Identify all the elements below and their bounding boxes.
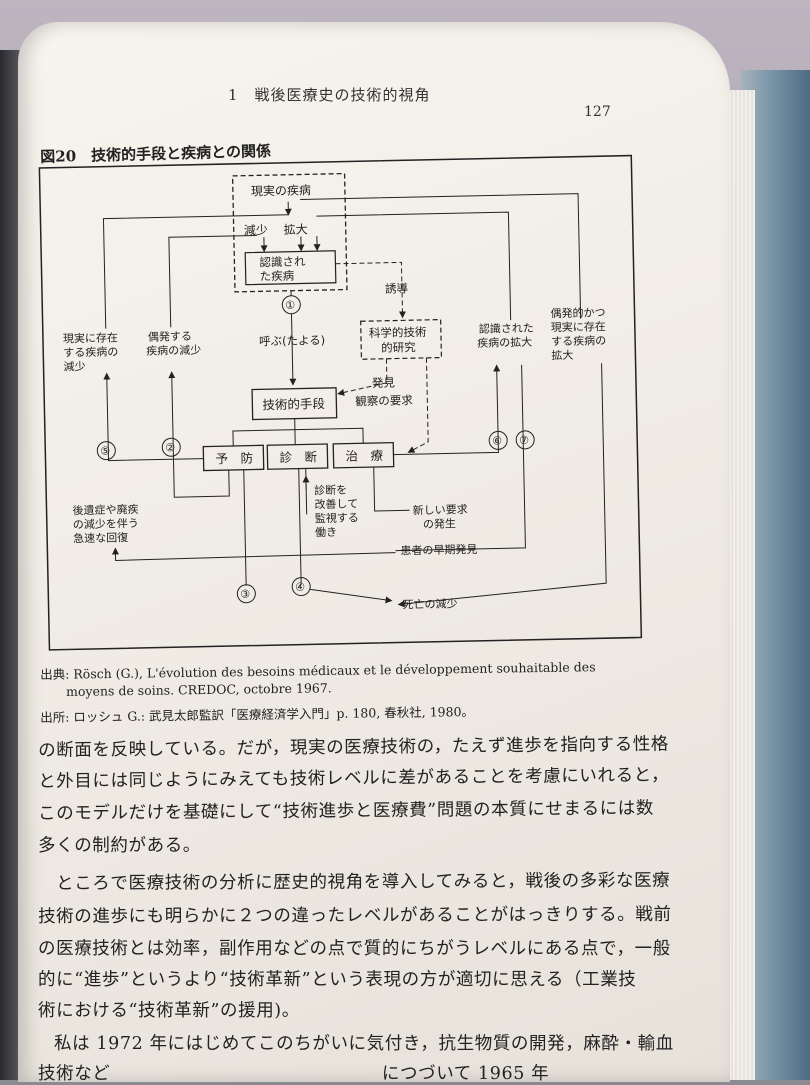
figure-frame bbox=[39, 156, 641, 650]
number-5: ⑤ bbox=[100, 445, 110, 458]
reduce-incidental-line2: 疾病の減少 bbox=[146, 343, 201, 358]
expand-recognized-line2: 疾病の拡大 bbox=[477, 335, 532, 350]
call-label: 呼ぶ(たよる) bbox=[259, 333, 325, 348]
number-2: ② bbox=[165, 441, 175, 454]
actual-disease-label: 現実の疾病 bbox=[251, 182, 311, 198]
diagnosis-label: 診 断 bbox=[279, 449, 317, 465]
research-line1: 科学的技術 bbox=[369, 325, 427, 340]
body-line-11: 技術など につづいて 1965 年 bbox=[38, 1060, 549, 1085]
number-4: ④ bbox=[295, 580, 305, 593]
number-3: ③ bbox=[240, 588, 250, 601]
expand-actual-line4: 拡大 bbox=[551, 348, 573, 362]
body-line-4: 多くの制約がある。 bbox=[38, 832, 201, 857]
expand-recognized-line1: 認識された bbox=[479, 321, 534, 336]
expand-actual-line2: 現実に存在 bbox=[551, 319, 606, 334]
body-line-6: 技術の進歩にも明らかに２つの違ったレベルがあることがはっきりする。戦前 bbox=[38, 901, 672, 928]
new-demand-line1: 新しい要求 bbox=[412, 502, 467, 517]
running-head: 1 戦後医療史の技術的視角 bbox=[228, 84, 431, 105]
prevention-label: 予 防 bbox=[215, 451, 253, 467]
page-number: 127 bbox=[584, 104, 611, 120]
reduce-actual-line3: 減少 bbox=[63, 359, 85, 373]
new-demand-line2: の発生 bbox=[423, 516, 456, 531]
improve-diag-line1: 診断を bbox=[314, 483, 347, 498]
number-6: ⑥ bbox=[492, 434, 502, 447]
improve-diag-line4: 働き bbox=[315, 526, 337, 539]
recovery-line2: の減少を伴う bbox=[73, 516, 139, 531]
body-line-9: 術における“技術革新”の援用)。 bbox=[38, 997, 300, 1022]
improve-diag-line3: 監視する bbox=[315, 510, 359, 525]
recognized-disease-line2: た疾病 bbox=[260, 269, 295, 284]
recovery-line1: 後遺症や廃疾 bbox=[72, 502, 138, 517]
increase-label: 拡大 bbox=[284, 222, 308, 236]
expand-actual-line3: する疾病の bbox=[551, 333, 606, 348]
technical-means-label: 技術的手段 bbox=[262, 396, 325, 412]
recognized-disease-line1: 認識され bbox=[259, 254, 306, 269]
induce-label: 誘導 bbox=[385, 281, 409, 295]
research-line2: 的研究 bbox=[381, 340, 416, 355]
early-detection-label: 患者の早期発見 bbox=[400, 542, 477, 558]
discovery-label: 発見 bbox=[372, 376, 396, 390]
improve-diag-line2: 改善して bbox=[314, 496, 358, 511]
death-reduction-label: 死亡の減少 bbox=[402, 596, 457, 611]
expand-actual-line1: 偶発的かつ bbox=[550, 305, 605, 320]
body-line-5: ところで医療技術の分析に歴史的視角を導入してみると，戦後の多彩な医療 bbox=[56, 867, 670, 895]
recovery-line3: 急速な回復 bbox=[73, 530, 128, 545]
reduce-actual-line2: する疾病の bbox=[63, 344, 118, 359]
treatment-label: 治 療 bbox=[345, 448, 383, 464]
diagram-svg: 現実の疾病 減少 拡大 認識され た疾病 誘導 科学的技術 的研究 ① 呼ぶ(た… bbox=[37, 137, 647, 654]
body-line-10: 私は 1972 年にはじめてこのちがいに気付き，抗生物質の開発，麻酔・輸血 bbox=[54, 1030, 674, 1055]
number-7: ⑦ bbox=[519, 434, 529, 447]
reduce-actual-line1: 現実に存在 bbox=[63, 330, 118, 345]
body-line-8: 的に“進歩”というより“技術革新”という表現の方が適切に思える（工業技 bbox=[38, 966, 636, 991]
figure-diagram: 現実の疾病 減少 拡大 認識され た疾病 誘導 科学的技術 的研究 ① 呼ぶ(た… bbox=[37, 137, 647, 654]
reduce-incidental-line1: 偶発する bbox=[148, 329, 192, 344]
observation-demand-label: 観察の要求 bbox=[355, 393, 413, 408]
number-1: ① bbox=[285, 299, 295, 312]
body-line-7: の医療技術とは効率，副作用などの点で質的にちがうレベルにある点で，一般 bbox=[38, 935, 671, 960]
